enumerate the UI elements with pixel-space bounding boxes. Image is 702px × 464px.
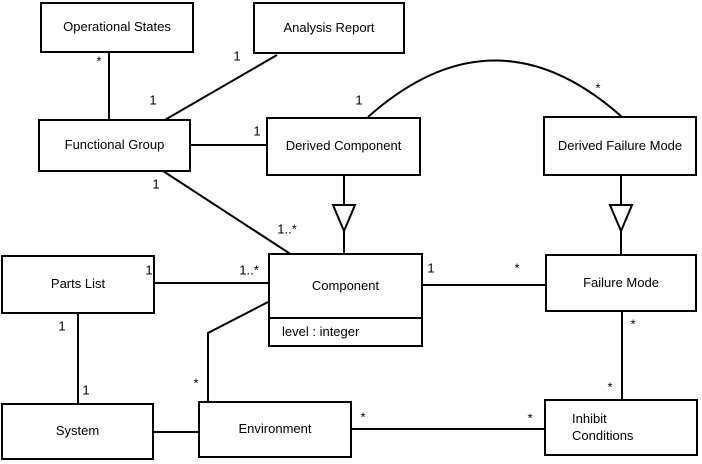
class-name-label: Derived Failure Mode — [557, 137, 683, 153]
class-analysis-report: Analysis Report — [253, 2, 405, 54]
multiplicity-label: 1 — [149, 92, 157, 108]
class-name-label: System — [55, 423, 100, 439]
multiplicity-label: * — [514, 260, 520, 276]
multiplicity-label: 1 — [145, 262, 153, 278]
multiplicity-label: * — [595, 80, 601, 96]
class-name-label: Component — [311, 277, 380, 293]
multiplicity-label: 1 — [58, 318, 66, 334]
multiplicity-label: * — [630, 316, 636, 332]
multiplicity-label: * — [527, 410, 533, 426]
generalization-derived-component-arrow — [331, 204, 357, 234]
multiplicity-label: 1 — [253, 123, 261, 139]
multiplicity-label: * — [360, 409, 366, 425]
assoc-component-environment — [207, 301, 269, 403]
class-derived-failure-mode: Derived Failure Mode — [543, 116, 697, 176]
assoc-analysis-report-functional-group — [162, 54, 278, 122]
assoc-derived-component-derived-failure-mode-arc — [367, 59, 623, 118]
multiplicity-label: 1 — [355, 92, 363, 108]
class-name-label: Functional Group — [64, 137, 165, 153]
multiplicity-label: 1 — [152, 176, 160, 192]
class-attributes-compartment: level : integer — [270, 317, 421, 345]
class-name-label: Parts List — [50, 276, 106, 292]
class-environment: Environment — [198, 401, 352, 458]
class-inhibit-conditions: Inhibit Conditions — [544, 399, 698, 456]
class-operational-states: Operational States — [40, 2, 194, 53]
multiplicity-label: * — [96, 53, 102, 69]
class-name-compartment: Component — [270, 255, 421, 317]
multiplicity-label: 1 — [427, 260, 435, 276]
multiplicity-label: * — [193, 375, 199, 391]
class-parts-list: Parts List — [1, 255, 155, 314]
class-name-label: Failure Mode — [583, 274, 659, 290]
class-functional-group: Functional Group — [38, 119, 191, 172]
class-name-label: Analysis Report — [283, 19, 375, 35]
class-name-label: Derived Component — [285, 138, 402, 154]
class-name-label: Operational States — [63, 19, 171, 35]
class-system: System — [1, 403, 154, 460]
class-name-label: Environment — [238, 421, 312, 437]
multiplicity-label: 1..* — [277, 221, 297, 237]
class-name-label: Inhibit Conditions — [572, 411, 634, 443]
class-derived-component: Derived Component — [266, 117, 421, 176]
assoc-functional-group-component — [162, 170, 293, 256]
class-attribute-label: level : integer — [282, 323, 360, 339]
class-failure-mode: Failure Mode — [545, 254, 697, 312]
multiplicity-label: 1..* — [239, 262, 259, 278]
multiplicity-label: 1 — [82, 382, 90, 398]
multiplicity-label: * — [607, 379, 613, 395]
multiplicity-label: 1 — [233, 48, 241, 64]
class-component: Component level : integer — [268, 253, 423, 347]
generalization-derived-failure-mode-arrow — [608, 204, 634, 234]
